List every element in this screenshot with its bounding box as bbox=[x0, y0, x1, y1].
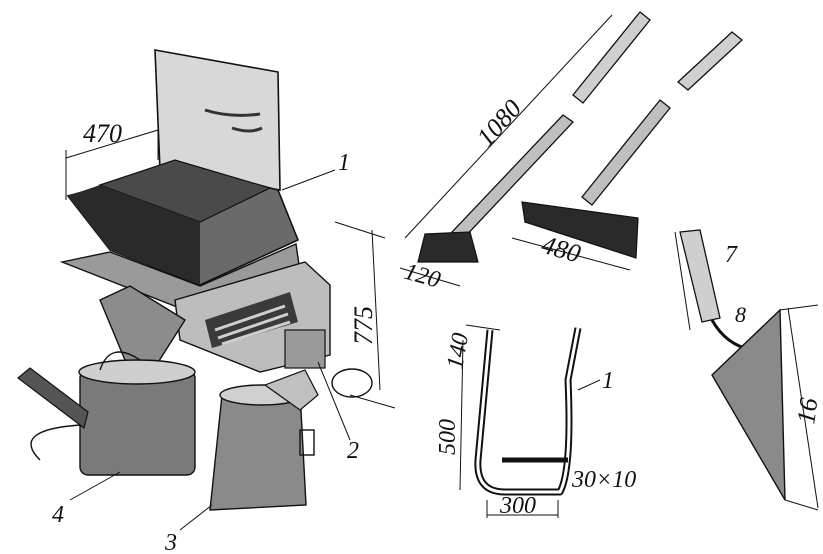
u-frame-inner bbox=[476, 327, 580, 494]
frame-callout-label: 1 bbox=[602, 368, 614, 394]
stand-drawer bbox=[284, 329, 326, 369]
scraper-large-handle-upper bbox=[677, 31, 743, 91]
mortar-box-group: 470 775 1 2 3 4 bbox=[17, 49, 396, 554]
trowel-group: 7 8 16 bbox=[674, 229, 823, 511]
dim-470-label: 470 bbox=[83, 119, 122, 148]
callout-3-label: 3 bbox=[164, 530, 177, 554]
dim-775-label: 775 bbox=[349, 306, 378, 345]
scrapers-group: 1080 120 480 bbox=[399, 11, 743, 294]
section-label: 30×10 bbox=[571, 467, 636, 493]
bucket-body bbox=[209, 391, 307, 511]
dim-16-tick-bottom bbox=[784, 499, 819, 511]
bucket-handle bbox=[299, 429, 315, 456]
trowel-blade bbox=[711, 308, 786, 501]
bucket-spout bbox=[263, 369, 319, 411]
trowel-handle bbox=[679, 229, 721, 323]
callout-2-label: 2 bbox=[347, 438, 359, 464]
scoop bbox=[99, 285, 186, 376]
trowel-callout-7: 7 bbox=[725, 242, 738, 268]
dim-775-line bbox=[371, 229, 381, 391]
callout-3-leader bbox=[179, 504, 213, 531]
dim-500-label: 500 bbox=[435, 419, 461, 455]
callout-1-leader bbox=[281, 169, 336, 191]
dim-140-line bbox=[465, 324, 501, 331]
dim-16-label: 16 bbox=[791, 396, 823, 426]
callout-2-leader bbox=[317, 361, 351, 441]
callout-1-label: 1 bbox=[338, 150, 350, 176]
scraper-small-blade bbox=[417, 231, 479, 263]
watering-can bbox=[17, 351, 196, 476]
dim-775-ext-bottom bbox=[349, 394, 396, 409]
u-frame-group: 140 500 300 30×10 1 bbox=[435, 324, 636, 519]
can-spout bbox=[17, 367, 89, 430]
dim-16-tick-top bbox=[779, 304, 819, 311]
dim-1080-line bbox=[404, 14, 613, 239]
callout-4-leader bbox=[69, 471, 121, 501]
hose-loop bbox=[331, 368, 373, 398]
dim-140-label: 140 bbox=[442, 331, 474, 371]
dim-500-line bbox=[459, 339, 464, 491]
u-frame-outer bbox=[474, 327, 582, 496]
scraper-large-blade bbox=[521, 201, 639, 259]
dim-16-line bbox=[787, 307, 819, 509]
can-rim bbox=[78, 359, 196, 385]
can-handle bbox=[99, 351, 141, 371]
box-side-dark bbox=[68, 185, 200, 285]
dim-120-line bbox=[399, 267, 461, 287]
dim-120-label: 120 bbox=[401, 259, 443, 294]
lid-texture bbox=[204, 108, 263, 133]
scraper-small-handle-upper bbox=[572, 11, 651, 104]
dim-1080-label: 1080 bbox=[471, 94, 527, 152]
dim-480-line bbox=[511, 237, 631, 271]
trowel-callout-8: 8 bbox=[735, 302, 746, 327]
callout-4-label: 4 bbox=[52, 502, 64, 528]
dim-775-ext-top bbox=[334, 221, 386, 239]
dim-7-line bbox=[674, 231, 691, 331]
dim-470-line bbox=[65, 129, 159, 159]
can-body bbox=[79, 369, 196, 476]
scraper-large-handle-lower bbox=[581, 99, 671, 206]
frame-callout-leader bbox=[577, 379, 601, 391]
bucket bbox=[209, 369, 319, 511]
can-handle-back bbox=[30, 424, 81, 461]
stand-rollers bbox=[214, 304, 291, 346]
dim-300-label: 300 bbox=[499, 493, 536, 519]
